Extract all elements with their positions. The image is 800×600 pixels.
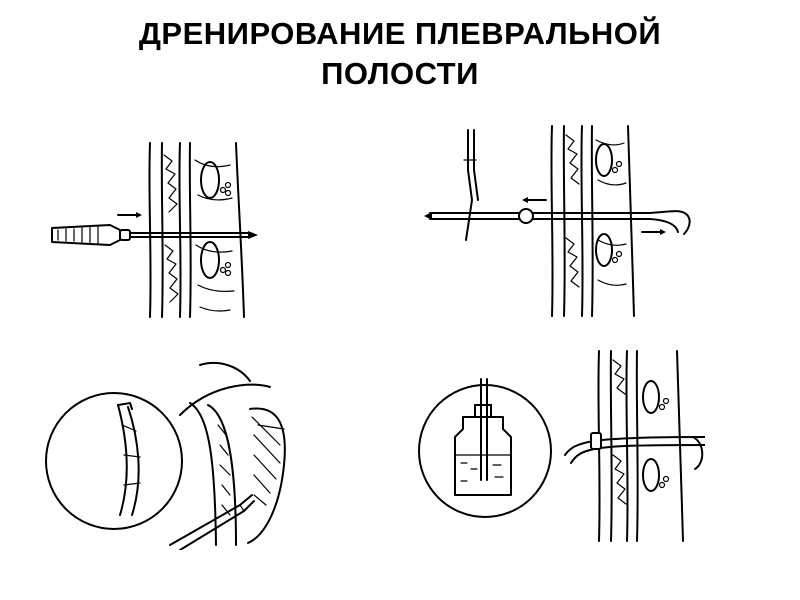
direction-arrow-icon (522, 197, 666, 235)
trocar-illustration (51, 142, 258, 318)
surgical-detail-illustration (45, 362, 286, 550)
figure-water-seal-drainage (415, 345, 705, 545)
direction-arrow-icon (117, 212, 142, 218)
chest-wall-layers (550, 125, 635, 317)
magnified-detail-circle (45, 392, 183, 530)
drain-tube-illustration (424, 125, 691, 317)
water-seal-illustration (418, 350, 705, 542)
drain-tube-icon (564, 432, 705, 470)
chest-wall-layers (148, 142, 245, 318)
chest-wall-layers (597, 350, 684, 542)
figure-drain-tube-placement (420, 120, 710, 320)
trocar-icon (51, 224, 258, 246)
page-title: ДРЕНИРОВАНИЕ ПЛЕВРАЛЬНОЙ ПОЛОСТИ (0, 14, 800, 94)
drain-tube-icon (424, 208, 691, 235)
forceps-icon (169, 494, 255, 550)
bottle-icon (418, 378, 552, 518)
figure-trocar-insertion (40, 135, 280, 325)
title-line-1: ДРЕНИРОВАНИЕ ПЛЕВРАЛЬНОЙ (138, 16, 662, 51)
title-line-2: ПОЛОСТИ (321, 56, 479, 91)
clamp-icon (463, 129, 479, 241)
body-contour (179, 362, 286, 546)
figure-surgical-opening-detail (40, 345, 310, 550)
